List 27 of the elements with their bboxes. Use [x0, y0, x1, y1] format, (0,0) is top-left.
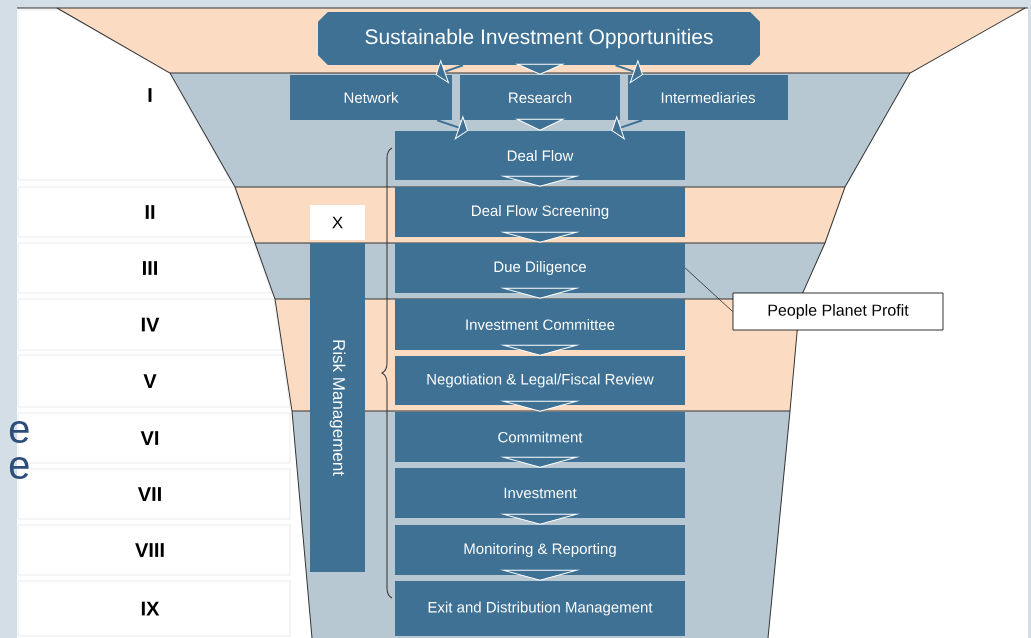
- arrow: [503, 400, 577, 412]
- arrow: [611, 116, 644, 140]
- arrow: [435, 60, 464, 84]
- stage-box: III: [17, 242, 273, 294]
- source-box: Network: [290, 75, 452, 120]
- stage-box: IV: [17, 298, 282, 351]
- source-box: Intermediaries: [628, 75, 788, 120]
- stage-box: VIII: [17, 524, 291, 576]
- close-box: X: [310, 205, 365, 240]
- leader-line: [684, 267, 733, 312]
- arrow: [503, 344, 577, 356]
- arrow: [614, 60, 643, 84]
- arrow: [516, 63, 564, 75]
- stage-box: V: [17, 354, 291, 408]
- arrow: [503, 175, 577, 187]
- arrow: [503, 287, 577, 299]
- arrow: [503, 569, 577, 581]
- arrow: [503, 456, 577, 468]
- arrow: [503, 513, 577, 525]
- arrow: [503, 231, 577, 243]
- arrow: [436, 116, 468, 140]
- stage-box: II: [17, 186, 253, 238]
- stage-box: I: [17, 9, 231, 181]
- arrow: [516, 118, 564, 131]
- vertical-bar: Risk Management: [310, 243, 365, 572]
- stage-box: IX: [17, 580, 291, 637]
- callout-box: People Planet Profit: [732, 292, 944, 331]
